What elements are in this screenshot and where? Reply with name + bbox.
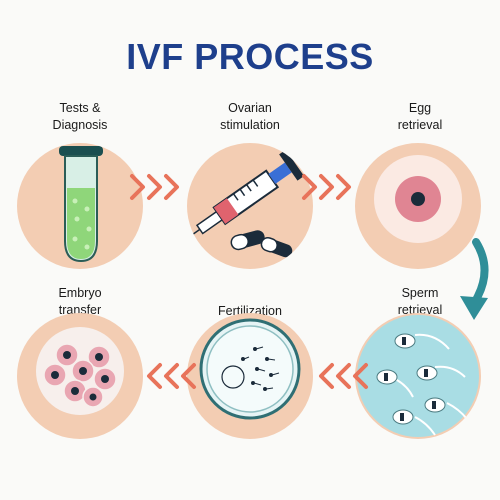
chevron-left-icon bbox=[319, 363, 368, 389]
step-circle-sperm bbox=[355, 313, 481, 439]
test-tube-icon bbox=[59, 146, 103, 263]
step-label-tests: Tests & Diagnosis bbox=[52, 101, 108, 132]
chevron-right-icon bbox=[130, 174, 179, 200]
step-circle-fertilization bbox=[187, 313, 313, 439]
step-circle-ovarian bbox=[187, 143, 313, 269]
curved-down-arrow-icon bbox=[460, 238, 489, 320]
chevron-right-icon bbox=[302, 174, 351, 200]
diagram-title: IVF PROCESS bbox=[126, 36, 374, 77]
syringe-icon bbox=[187, 149, 305, 258]
embryo-icon bbox=[36, 327, 124, 415]
step-circle-embryo bbox=[17, 313, 143, 439]
petri-dish-icon bbox=[199, 318, 301, 420]
sperm-icon bbox=[357, 315, 479, 437]
chevron-left-icon bbox=[147, 363, 196, 389]
step-label-ovarian: Ovarian stimulation bbox=[220, 101, 280, 132]
egg-icon bbox=[374, 155, 462, 243]
step-circle-tests bbox=[17, 143, 143, 269]
step-circle-egg bbox=[355, 143, 481, 269]
step-label-egg: Egg retrieval bbox=[397, 101, 443, 132]
